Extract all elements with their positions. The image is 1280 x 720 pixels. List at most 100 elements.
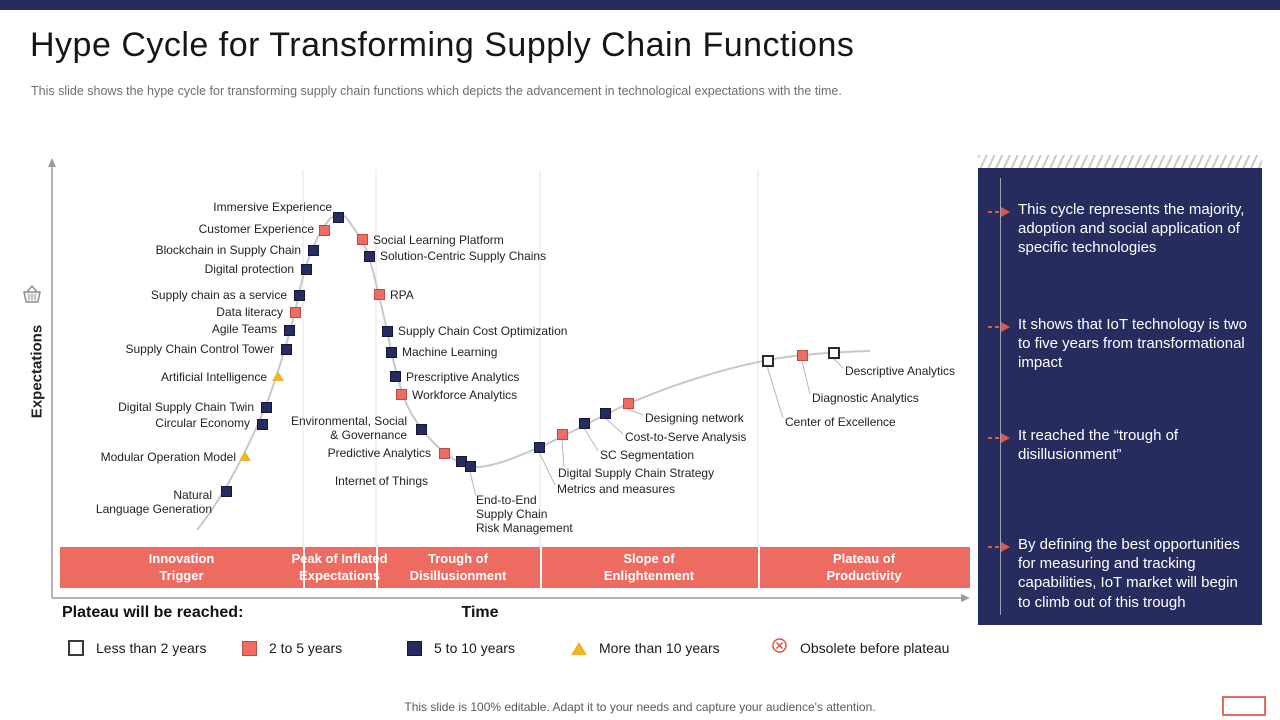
- point-label: SC Segmentation: [600, 447, 695, 462]
- phase-separator: [303, 547, 305, 588]
- point-connector-line: [469, 471, 477, 497]
- panel-bullet: This cycle represents the majority, adop…: [988, 200, 1250, 258]
- point-marker-navy: [382, 326, 393, 337]
- legend-item: 5 to 10 years: [407, 639, 515, 657]
- point-marker-salmon: [319, 225, 330, 236]
- point-connector-line: [604, 417, 624, 435]
- phase-plateau-of-productivity: Plateau of Productivity: [826, 550, 902, 583]
- point-label: Predictive Analytics: [327, 445, 431, 460]
- point-connector-line: [583, 427, 599, 452]
- panel-bullet: It shows that IoT technology is two to f…: [988, 315, 1250, 373]
- point-label: Immersive Experience: [213, 199, 332, 214]
- legend-item: 2 to 5 years: [242, 639, 342, 657]
- point-label: Center of Excellence: [785, 414, 896, 429]
- x-axis-arrow-icon: [961, 594, 970, 602]
- point-marker-navy: [281, 344, 292, 355]
- point-label: Digital Supply Chain Twin: [118, 399, 254, 414]
- point-marker-navy: [456, 456, 467, 467]
- point-label: Supply chain as a service: [150, 287, 287, 302]
- legend-item: Less than 2 years: [68, 639, 207, 657]
- point-marker-navy: [364, 251, 375, 262]
- x-axis-label: Time: [461, 604, 499, 621]
- point-marker-navy: [284, 325, 295, 336]
- panel-bullet-text: It reached the “trough of disillusionmen…: [1018, 427, 1179, 464]
- legend-marker-triangle-icon: [571, 641, 587, 655]
- point-marker-salmon: [290, 307, 301, 318]
- point-marker-navy: [261, 402, 272, 413]
- legend-label: Less than 2 years: [96, 640, 207, 656]
- point-label: Supply Chain Control Tower: [125, 341, 274, 356]
- point-marker-salmon: [374, 289, 385, 300]
- point-marker-navy: [294, 290, 305, 301]
- legend-label: 5 to 10 years: [434, 640, 515, 656]
- point-label: Supply Chain Cost Optimization: [398, 323, 568, 338]
- point-label: Workforce Analytics: [412, 387, 518, 402]
- point-label: Agile Teams: [211, 321, 277, 336]
- hype-curve: [196, 213, 871, 531]
- panel-bullet-text: By defining the best opportunities for m…: [1018, 536, 1240, 611]
- phase-slope-of-enlightenment: Slope of Enlightenment: [603, 550, 695, 583]
- point-marker-navy: [416, 424, 427, 435]
- legend-item: Obsolete before plateau: [771, 637, 950, 659]
- point-label: Metrics and measures: [557, 481, 676, 496]
- point-label: Environmental, Social & Governance: [290, 413, 407, 442]
- legend-label: 2 to 5 years: [269, 640, 343, 656]
- legend-marker-white-icon: [68, 640, 84, 656]
- point-label: Blockchain in Supply Chain: [155, 242, 301, 257]
- point-marker-navy: [333, 212, 344, 223]
- panel-bullet-text: It shows that IoT technology is two to f…: [1018, 316, 1248, 372]
- point-connector-line: [801, 360, 811, 395]
- point-marker-navy: [221, 486, 232, 497]
- bullet-arrow-icon: [988, 318, 1010, 337]
- page-number-box: [1222, 696, 1266, 716]
- point-marker-triangle: [272, 371, 284, 381]
- point-marker-salmon: [797, 350, 808, 361]
- phase-peak-of-inflated-expectations: Peak of Inflated Expectations: [291, 550, 388, 583]
- phase-separator: [540, 547, 542, 588]
- legend-marker-navy-icon: [407, 640, 422, 656]
- point-label: Circular Economy: [155, 415, 250, 430]
- point-marker-navy: [390, 371, 401, 382]
- point-label: Modular Operation Model: [100, 449, 236, 464]
- bullet-arrow-icon: [988, 203, 1010, 222]
- point-marker-white: [762, 355, 774, 367]
- legend-label: Obsolete before plateau: [800, 640, 950, 656]
- point-label: Internet of Things: [334, 473, 428, 488]
- point-marker-navy: [386, 347, 397, 358]
- point-label: Cost-to-Serve Analysis: [625, 429, 747, 444]
- point-marker-navy: [600, 408, 611, 419]
- bullet-arrow-icon: [988, 538, 1010, 557]
- point-marker-triangle: [239, 451, 251, 461]
- point-label: Data literacy: [216, 304, 283, 319]
- point-label: Digital protection: [204, 261, 294, 276]
- point-label: Machine Learning: [402, 344, 498, 359]
- point-marker-navy: [257, 419, 268, 430]
- phase-separator: [376, 547, 378, 588]
- point-marker-salmon: [557, 429, 568, 440]
- bullet-arrow-icon: [988, 429, 1010, 448]
- panel-stripe-decoration: [978, 155, 1262, 168]
- point-label: End-to-End Supply Chain Risk Management: [476, 492, 573, 536]
- phase-bar: Innovation Trigger Peak of Inflated Expe…: [60, 547, 970, 588]
- panel-bullet-text: This cycle represents the majority, adop…: [1018, 201, 1245, 257]
- point-connector-line: [538, 451, 556, 486]
- phase-innovation-trigger: Innovation Trigger: [148, 550, 215, 583]
- phase-separator: [758, 547, 760, 588]
- point-label: Natural Language Generation: [95, 487, 212, 516]
- point-marker-navy: [465, 461, 476, 472]
- panel-divider-line: [1000, 178, 1001, 615]
- point-label: Artificial Intelligence: [160, 369, 267, 384]
- point-label: Digital Supply Chain Strategy: [558, 465, 715, 480]
- basket-icon: [19, 282, 45, 313]
- point-marker-salmon: [357, 234, 368, 245]
- point-label: Prescriptive Analytics: [406, 369, 520, 384]
- point-label: Solution-Centric Supply Chains: [380, 248, 547, 263]
- point-marker-navy: [534, 442, 545, 453]
- legend-marker-salmon-icon: [242, 640, 257, 656]
- point-label: Customer Experience: [198, 221, 314, 236]
- legend-label: More than 10 years: [599, 640, 720, 656]
- top-accent-bar: [0, 0, 1280, 10]
- point-label: Descriptive Analytics: [845, 363, 956, 378]
- legend-marker-obsolete-icon: [771, 637, 788, 659]
